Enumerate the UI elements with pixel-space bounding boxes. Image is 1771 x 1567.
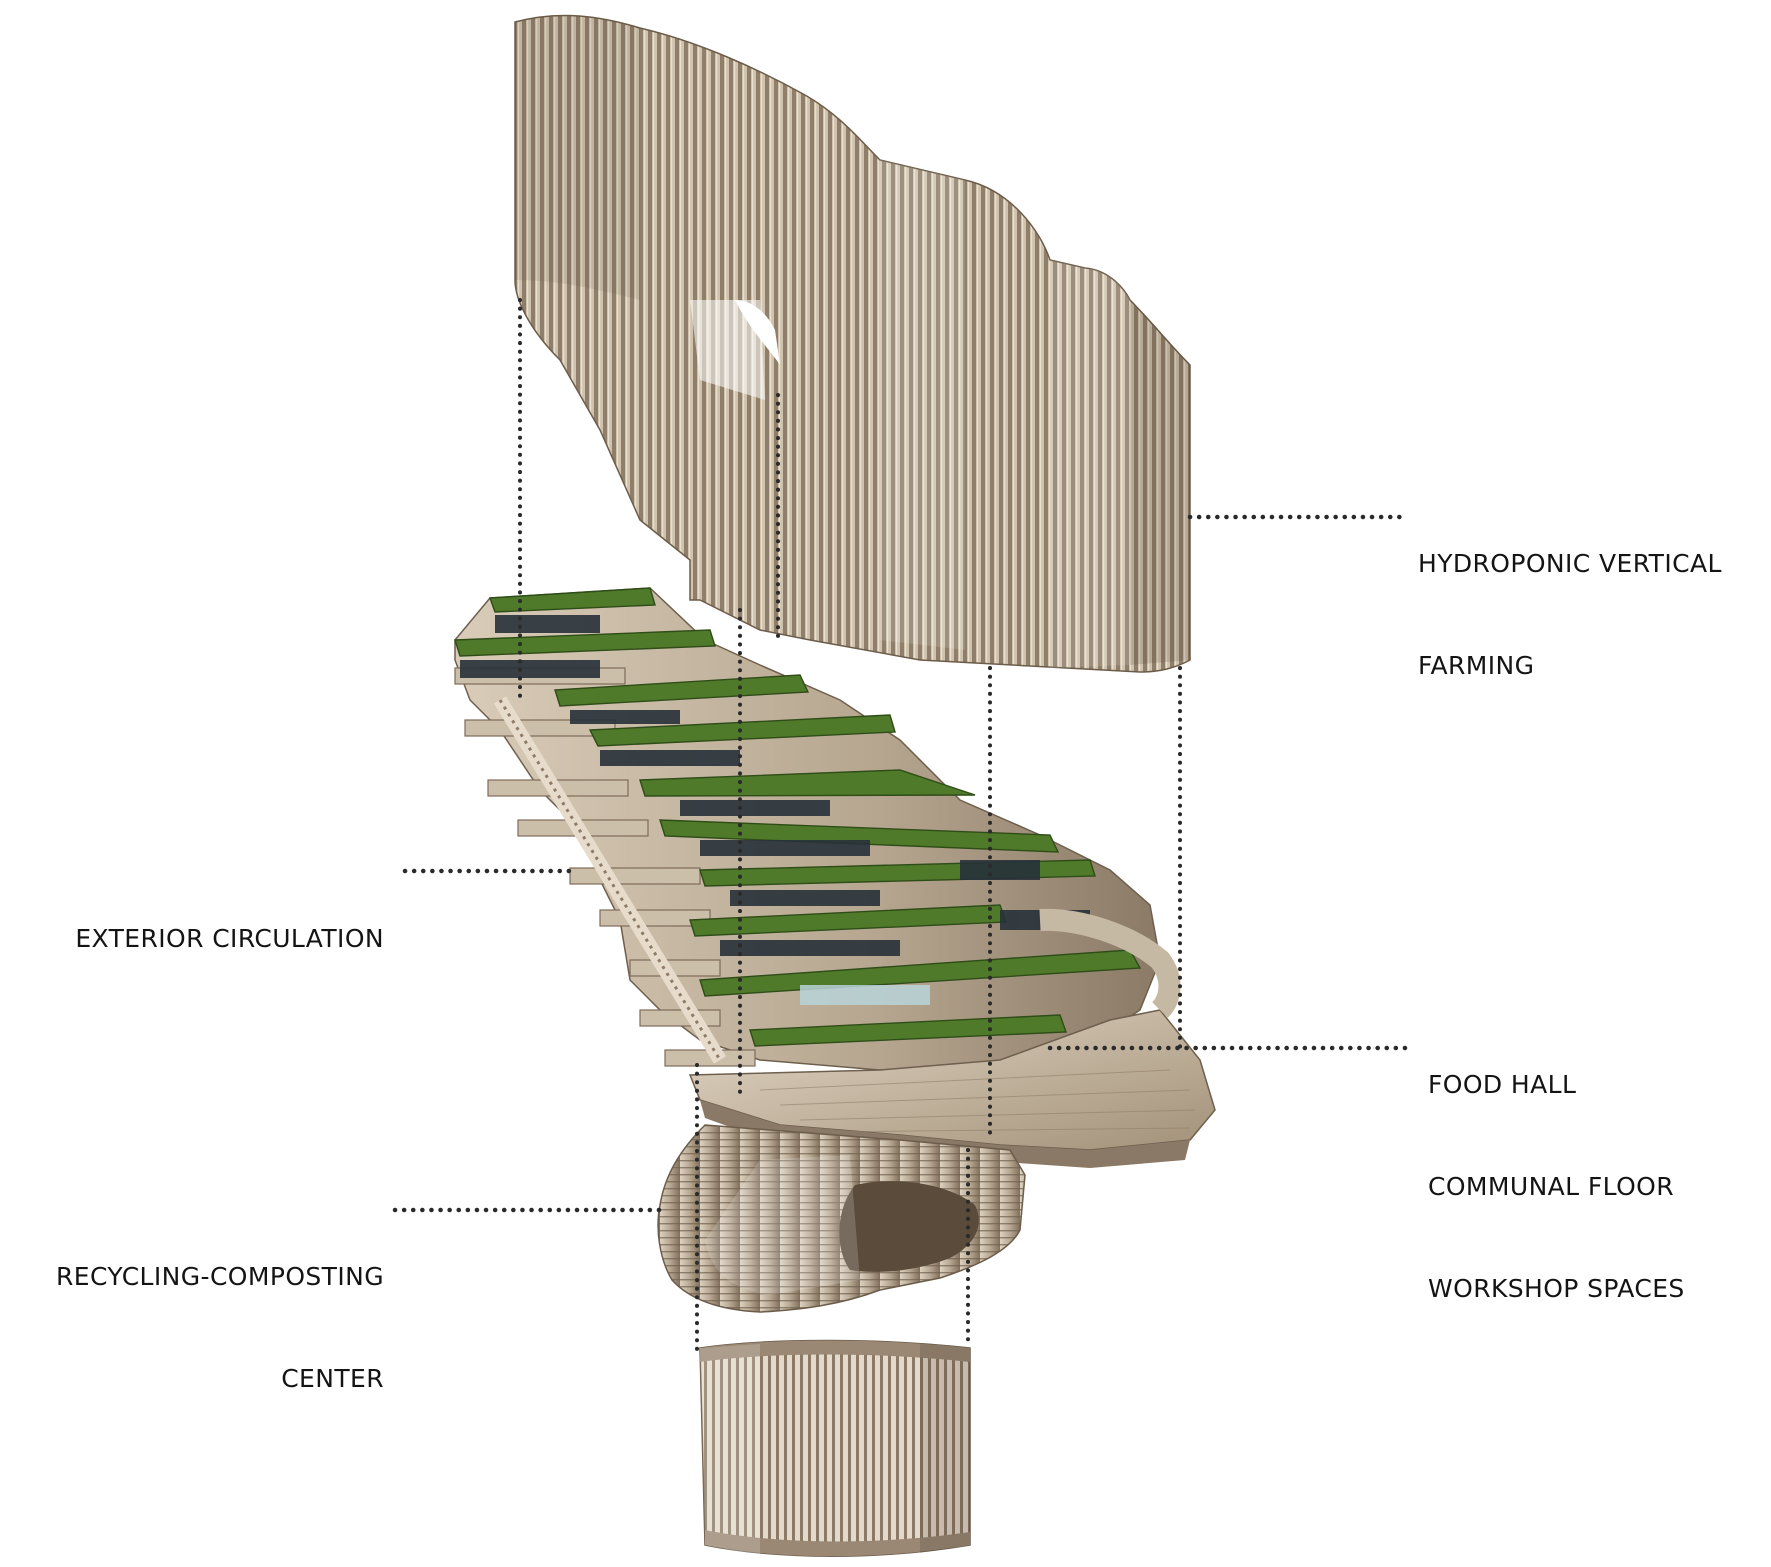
label-exterior-circulation: EXTERIOR CIRCULATION — [68, 854, 384, 1024]
hydroponic-farming-screen — [515, 15, 1190, 672]
label-line: WORKSHOP SPACES — [1428, 1272, 1685, 1306]
label-line: CENTER — [38, 1362, 384, 1396]
label-recycling-composting-center: RECYCLING-COMPOSTING CENTER — [38, 1192, 384, 1464]
label-line: HYDROPONIC VERTICAL — [1418, 547, 1722, 581]
label-line: FOOD HALL — [1428, 1068, 1685, 1102]
label-hydroponic-vertical-farming: HYDROPONIC VERTICAL FARMING — [1418, 479, 1722, 751]
label-food-hall: FOOD HALL COMMUNAL FLOOR WORKSHOP SPACES — [1428, 1000, 1685, 1374]
label-line: COMMUNAL FLOOR — [1428, 1170, 1685, 1204]
label-line: FARMING — [1418, 649, 1722, 683]
label-line: RECYCLING-COMPOSTING — [38, 1260, 384, 1294]
label-line: EXTERIOR CIRCULATION — [68, 922, 384, 956]
base-louvre-cylinder — [700, 1341, 970, 1557]
